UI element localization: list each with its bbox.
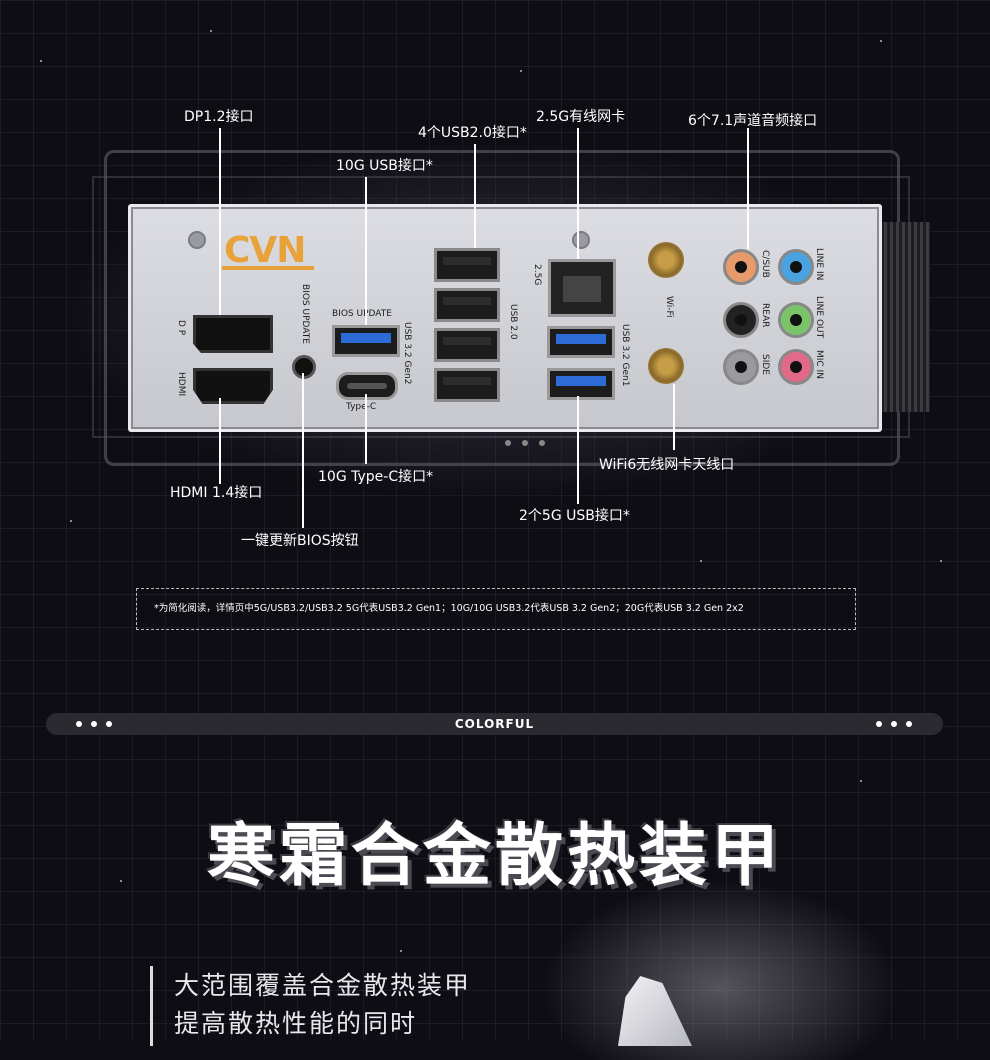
bios-update-label: BIOS UPDATE xyxy=(332,309,392,319)
star xyxy=(210,30,212,32)
bar-dot xyxy=(76,721,82,727)
callout-wifi: WiFi6无线网卡天线口 xyxy=(599,457,735,473)
callout-line-typec xyxy=(365,394,367,464)
ethernet-port xyxy=(548,259,616,317)
section-bar-title: COLORFUL xyxy=(454,717,535,731)
usb20-port xyxy=(434,328,500,362)
callout-line-wifi xyxy=(673,384,675,450)
cvn-logo: CVN xyxy=(224,230,306,271)
bar-dot xyxy=(91,721,97,727)
audio-jack-rear xyxy=(723,302,759,338)
type-c-port xyxy=(336,372,398,400)
smoke-effect xyxy=(540,880,900,1060)
audio-jack-line-out xyxy=(778,302,814,338)
bar-dot xyxy=(891,721,897,727)
callout-usb10g: 10G USB接口* xyxy=(336,158,433,174)
callout-bios: 一键更新BIOS按钮 xyxy=(241,533,359,549)
displayport-port xyxy=(193,315,273,353)
audio-jack-csub xyxy=(723,249,759,285)
lan-label: 2.5G xyxy=(532,264,542,286)
bios-update-button[interactable] xyxy=(292,355,316,379)
callout-typec: 10G Type-C接口* xyxy=(318,469,434,485)
callout-line-bios xyxy=(302,373,304,528)
callout-line-usb5g xyxy=(577,396,579,504)
feature-desc-line1: 大范围覆盖合金散热装甲 xyxy=(174,971,472,1000)
audio-jack-mic-in xyxy=(778,349,814,385)
callout-line-dp xyxy=(219,128,221,315)
footnote-text: *为简化阅读，详情页中5G/USB3.2/USB3.2 5G代表USB3.2 G… xyxy=(154,603,744,614)
screw-icon xyxy=(188,231,206,249)
callout-audio: 6个7.1声道音频接口 xyxy=(688,113,818,129)
usb32-gen1-label: USB 3.2 Gen1 xyxy=(620,324,630,387)
usb20-port xyxy=(434,368,500,402)
callout-hdmi: HDMI 1.4接口 xyxy=(170,485,263,501)
audio-label-mic-in: MIC IN xyxy=(814,350,824,379)
audio-jack-side xyxy=(723,349,759,385)
wifi-antenna-connector xyxy=(648,242,684,278)
callout-line-audio xyxy=(747,128,749,249)
star xyxy=(70,520,72,522)
bar-dot xyxy=(876,721,882,727)
type-c-label: Type-C xyxy=(346,402,377,412)
wifi-label: Wi-Fi xyxy=(664,296,674,318)
hdmi-port xyxy=(193,368,273,404)
callout-lan: 2.5G有线网卡 xyxy=(536,109,626,125)
star xyxy=(40,60,42,62)
feature-title: 寒霜合金散热装甲 xyxy=(206,817,783,896)
callout-line-lan xyxy=(577,128,579,259)
panel-dot xyxy=(522,440,528,446)
hdmi-port-label: HDMI xyxy=(176,372,186,397)
audio-label-rear: REAR xyxy=(760,303,770,328)
star xyxy=(860,780,862,782)
section-bar: COLORFUL xyxy=(46,713,943,735)
panel-dot xyxy=(505,440,511,446)
wifi-antenna-connector xyxy=(648,348,684,384)
audio-label-line-out: LINE OUT xyxy=(814,296,824,339)
star xyxy=(880,40,882,42)
usb-5g-port xyxy=(547,326,615,358)
audio-label-csub: C/SUB xyxy=(760,250,770,278)
usb20-port xyxy=(434,288,500,322)
usb-10g-port xyxy=(332,325,400,357)
star xyxy=(120,880,122,882)
bar-dot xyxy=(906,721,912,727)
callout-usb20: 4个USB2.0接口* xyxy=(418,125,527,141)
star xyxy=(940,560,942,562)
screw-icon xyxy=(572,231,590,249)
star xyxy=(700,560,702,562)
callout-usb5g: 2个5G USB接口* xyxy=(519,508,630,524)
panel-dot xyxy=(539,440,545,446)
usb-5g-port xyxy=(547,368,615,400)
bar-dot xyxy=(106,721,112,727)
usb32-gen2-label: USB 3.2 Gen2 xyxy=(402,322,412,385)
dp-port-label: D P xyxy=(176,320,186,336)
description-accent-line xyxy=(150,966,153,1046)
audio-label-line-in: LINE IN xyxy=(814,248,824,281)
feature-desc-line2: 提高散热性能的同时 xyxy=(174,1009,418,1038)
footnote-box xyxy=(136,588,856,630)
callout-line-usb10g xyxy=(365,177,367,325)
star xyxy=(520,70,522,72)
audio-label-side: SIDE xyxy=(760,354,770,375)
usb20-port xyxy=(434,248,500,282)
callout-line-usb20 xyxy=(474,144,476,248)
callout-dp: DP1.2接口 xyxy=(184,109,254,125)
audio-jack-line-in xyxy=(778,249,814,285)
usb20-label: USB 2.0 xyxy=(508,304,518,340)
callout-line-hdmi xyxy=(219,398,221,484)
star xyxy=(400,950,402,952)
bios-update-vertical-label: BIOS UPDATE xyxy=(300,284,310,344)
logo-underline xyxy=(222,266,314,270)
heatsink-fins xyxy=(878,222,930,412)
